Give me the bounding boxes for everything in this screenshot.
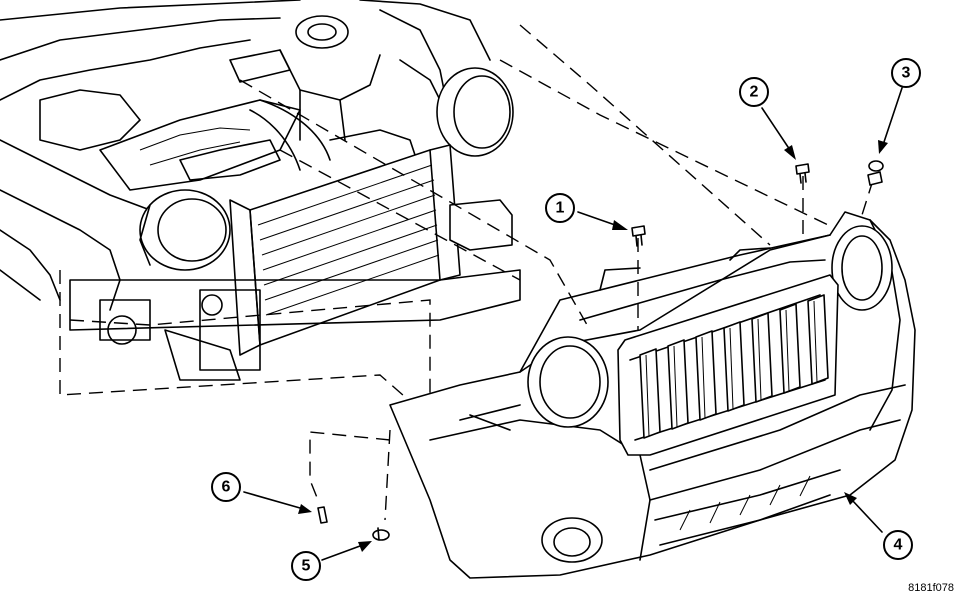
callout-1-label: 1 [556, 200, 565, 217]
grille-slots [639, 294, 829, 439]
grille-slot-edge [645, 354, 650, 437]
grille-slot [723, 321, 745, 412]
grille-slot [807, 294, 829, 385]
grille-slot-edge [813, 300, 818, 383]
callout-4: 4 [883, 530, 913, 560]
grille-slot [639, 348, 661, 439]
fascia-right-lamp-opening [831, 225, 893, 311]
callout-3: 3 [891, 58, 921, 88]
grille-slot [779, 303, 801, 394]
fastener-3 [867, 160, 884, 186]
callout-3-label: 3 [902, 65, 911, 82]
fascia-left-lamp-opening [527, 336, 609, 428]
left-headlamp [139, 189, 231, 271]
callout-5-label: 5 [302, 558, 311, 575]
fastener-6 [317, 506, 328, 524]
figure-reference-code: 8181f078 [908, 582, 954, 594]
grille-slot [695, 330, 717, 421]
callout-5: 5 [291, 551, 321, 581]
grille-slot-edge [673, 345, 678, 428]
alignment-lines [59, 24, 881, 521]
grille-slot-edge [785, 309, 790, 392]
grille-slot [667, 339, 689, 430]
right-headlamp [436, 67, 514, 157]
radiator-core-support [69, 144, 521, 381]
grille-slot-edge [729, 327, 734, 410]
callout-2: 2 [739, 77, 769, 107]
fastener-5 [372, 527, 390, 541]
grille-slot-edge [757, 318, 762, 401]
fastener-1 [631, 225, 646, 247]
fastener-2 [795, 163, 810, 184]
callout-6-label: 6 [222, 479, 231, 496]
callout-1: 1 [545, 193, 575, 223]
callout-6: 6 [211, 472, 241, 502]
callout-leaders [243, 87, 903, 561]
grille-slot [751, 312, 773, 403]
callout-2-label: 2 [750, 84, 759, 101]
callout-4-label: 4 [894, 537, 903, 554]
grille-slot-edge [701, 336, 706, 419]
